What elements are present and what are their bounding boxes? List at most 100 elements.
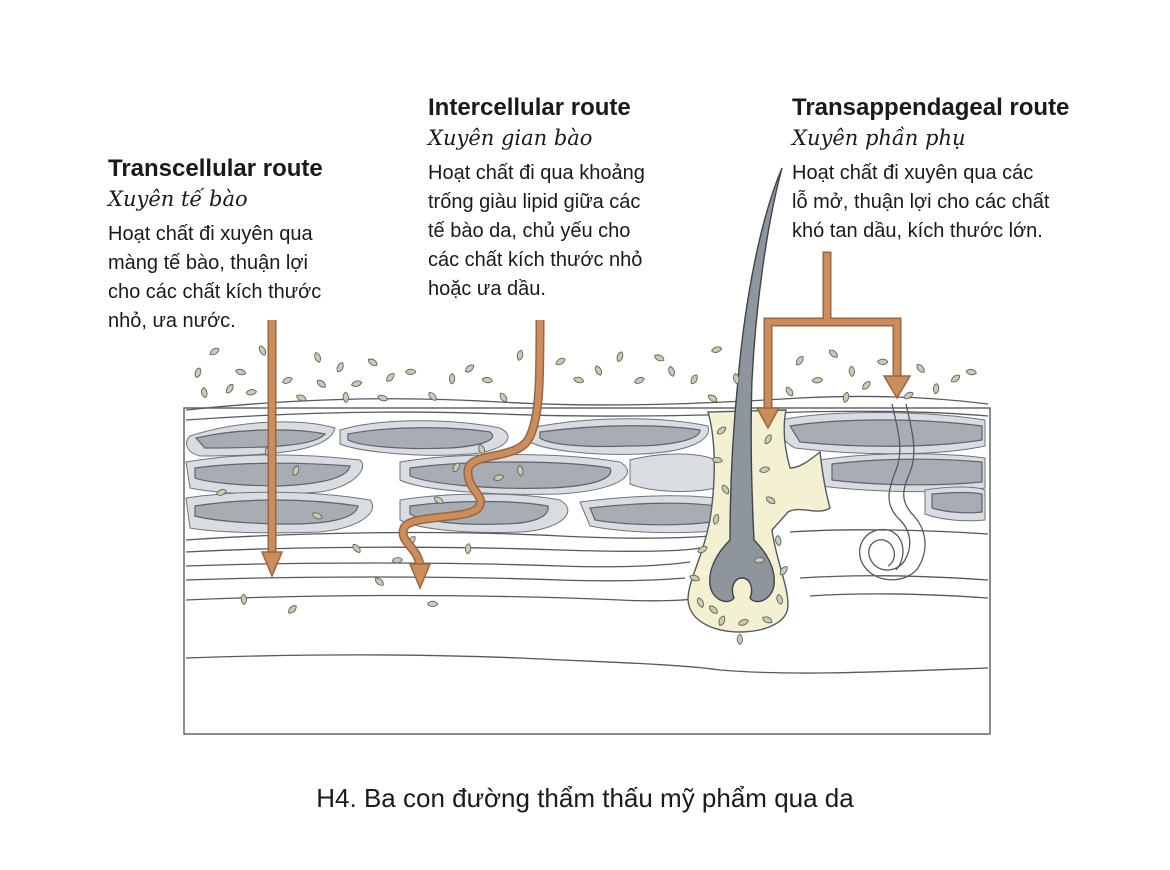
figure-caption: H4. Ba con đường thẩm thấu mỹ phẩm qua d… bbox=[316, 783, 854, 813]
particle bbox=[903, 391, 914, 400]
particle bbox=[616, 351, 624, 362]
particle bbox=[762, 616, 773, 624]
particle bbox=[258, 345, 267, 356]
transappendageal-title: Transappendageal route bbox=[792, 94, 1070, 121]
description-line: cho các chất kích thước bbox=[108, 281, 322, 303]
particle bbox=[594, 365, 602, 376]
particle bbox=[634, 376, 645, 384]
particle bbox=[848, 365, 855, 378]
transappendageal-description: Hoạt chất đi xuyên qua các lỗ mở, thuận … bbox=[792, 159, 1069, 246]
particle bbox=[933, 383, 940, 395]
particle bbox=[312, 512, 323, 520]
particle bbox=[811, 377, 824, 384]
particle bbox=[316, 379, 326, 388]
description-line: nhỏ, ưa nước. bbox=[108, 310, 236, 332]
particle bbox=[697, 545, 708, 554]
particle bbox=[292, 465, 300, 476]
intercellular-description: Hoạt chất đi qua khoảng trống giàu lipid… bbox=[428, 159, 645, 304]
particle bbox=[194, 367, 202, 378]
particle bbox=[201, 387, 208, 399]
particle bbox=[216, 488, 227, 496]
sweat-gland bbox=[859, 403, 926, 581]
particle bbox=[828, 349, 838, 358]
particle bbox=[733, 373, 740, 385]
intercellular-arrow bbox=[398, 319, 545, 590]
transappendageal-arrow bbox=[755, 251, 912, 430]
transappendageal-label: Transappendageal route Xuyên phần phụ Ho… bbox=[792, 93, 1069, 246]
particle bbox=[696, 597, 704, 608]
particle bbox=[759, 466, 771, 473]
particle bbox=[736, 633, 743, 645]
particle bbox=[690, 374, 698, 385]
particle bbox=[391, 557, 404, 564]
particle bbox=[654, 354, 665, 362]
transcellular-description: Hoạt chất đi xuyên qua màng tế bào, thuậ… bbox=[108, 220, 323, 336]
intercellular-subtitle: Xuyên gian bào bbox=[428, 126, 593, 150]
skin-layer-lines bbox=[185, 395, 989, 674]
particle bbox=[493, 474, 505, 481]
particle bbox=[377, 394, 389, 402]
particle bbox=[452, 462, 460, 473]
active-particles bbox=[194, 345, 977, 645]
particle bbox=[718, 615, 726, 626]
particle bbox=[516, 349, 524, 361]
description-line: Hoạt chất đi xuyên qua các bbox=[792, 162, 1034, 184]
particle bbox=[785, 386, 794, 397]
particle bbox=[776, 593, 783, 605]
particle bbox=[517, 465, 524, 477]
particle bbox=[779, 566, 788, 576]
particle bbox=[314, 351, 321, 363]
particle bbox=[877, 358, 889, 365]
particle bbox=[464, 364, 475, 373]
particle bbox=[405, 368, 417, 375]
transcellular-label: Transcellular route Xuyên tế bào Hoạt ch… bbox=[108, 154, 323, 336]
particle bbox=[428, 392, 437, 401]
particle bbox=[716, 426, 727, 435]
particle bbox=[573, 376, 585, 384]
particle bbox=[245, 389, 258, 396]
transcellular-subtitle: Xuyên tế bào bbox=[108, 187, 248, 211]
particle bbox=[367, 358, 378, 366]
particle bbox=[795, 356, 804, 366]
particle bbox=[240, 593, 247, 606]
transcellular-title: Transcellular route bbox=[108, 155, 323, 182]
particle bbox=[842, 391, 850, 403]
particle bbox=[737, 619, 749, 626]
particle bbox=[386, 373, 395, 382]
particle bbox=[427, 600, 439, 607]
particle bbox=[689, 574, 700, 582]
route-arrows bbox=[260, 251, 912, 590]
description-line: Hoạt chất đi qua khoảng bbox=[428, 162, 645, 184]
particle bbox=[336, 362, 344, 373]
particle bbox=[916, 363, 925, 373]
particle bbox=[464, 543, 472, 555]
description-line: hoặc ưa dầu. bbox=[428, 278, 546, 300]
particle bbox=[449, 373, 456, 385]
particle bbox=[965, 368, 977, 376]
particle bbox=[764, 434, 772, 445]
particle bbox=[342, 391, 349, 404]
particle bbox=[481, 376, 493, 384]
transappendageal-subtitle: Xuyên phần phụ bbox=[792, 126, 966, 150]
particle bbox=[499, 392, 508, 403]
particle bbox=[434, 496, 444, 504]
description-line: lỗ mở, thuận lợi cho các chất bbox=[792, 191, 1050, 213]
particle bbox=[225, 384, 234, 394]
particle bbox=[352, 543, 361, 553]
transcellular-arrow bbox=[260, 320, 284, 578]
intercellular-title: Intercellular route bbox=[428, 94, 631, 121]
particle bbox=[711, 346, 723, 353]
description-line: tế bào da, chủ yếu cho bbox=[428, 220, 631, 242]
particle bbox=[668, 365, 675, 377]
particle bbox=[721, 484, 730, 495]
particle bbox=[709, 605, 718, 614]
particle bbox=[555, 357, 566, 366]
particle bbox=[375, 577, 384, 586]
particle bbox=[351, 380, 363, 387]
description-line: Hoạt chất đi xuyên qua bbox=[108, 223, 313, 245]
particle bbox=[282, 376, 293, 384]
description-line: các chất kích thước nhỏ bbox=[428, 249, 643, 271]
particle bbox=[711, 456, 723, 464]
particle bbox=[209, 347, 220, 356]
